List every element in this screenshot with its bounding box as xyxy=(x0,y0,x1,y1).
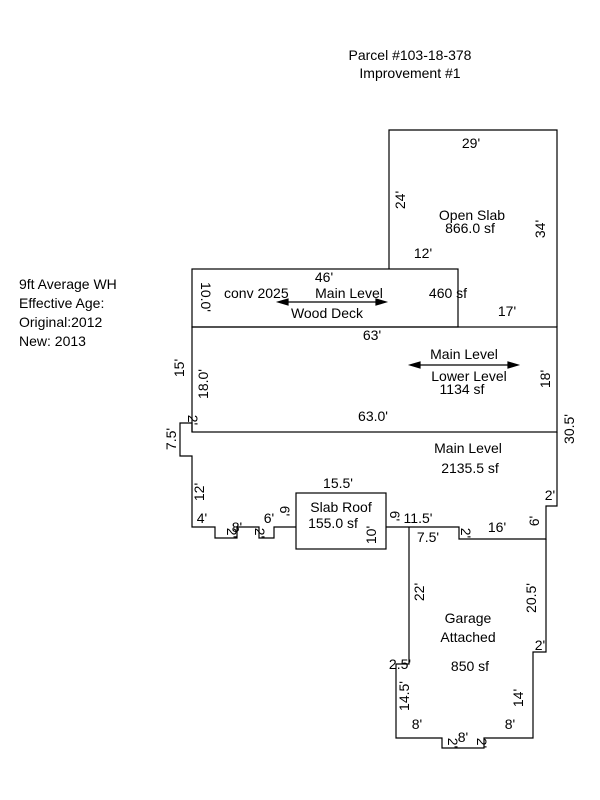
slab-roof-name: Slab Roof xyxy=(310,499,372,515)
lower-arrow-left xyxy=(407,361,421,369)
dim-open-slab-top: 29' xyxy=(462,135,480,151)
dim-deck-left: 10.0' xyxy=(198,282,214,312)
building-notes: 9ft Average WH Effective Age: Original:2… xyxy=(19,275,117,351)
main-level-name: Main Level xyxy=(434,440,502,456)
dim-main-2-left: 2' xyxy=(185,415,201,425)
open-slab-outline xyxy=(388,129,558,327)
deck-level-name: Main Level xyxy=(315,285,383,301)
dim-deck-top: 46' xyxy=(315,269,333,285)
dim-main-bottom-2c: 2' xyxy=(458,528,474,538)
deck-arrow-right xyxy=(375,298,389,306)
dim-lower-left-inner: 18.0' xyxy=(195,369,211,399)
dim-garage-bottom-2a: 2' xyxy=(445,738,461,748)
dim-open-slab-right: 34' xyxy=(532,220,548,238)
deck-type-name: Wood Deck xyxy=(291,305,364,321)
dim-garage-step-left: 2.5' xyxy=(389,656,411,672)
dim-garage-bottom-right: 8' xyxy=(505,716,515,732)
open-slab-size: 866.0 sf xyxy=(445,220,495,236)
dim-garage-right: 20.5' xyxy=(523,583,539,613)
dim-open-slab-bottom-right: 17' xyxy=(498,303,516,319)
dim-main-bottom-4: 4' xyxy=(197,510,207,526)
lower-level-top-name: Main Level xyxy=(430,346,498,362)
garage-type: Attached xyxy=(440,629,495,645)
open-slab-name: Open Slab xyxy=(439,207,505,223)
dim-main-left-lower: 12' xyxy=(191,483,207,501)
lower-level-outline xyxy=(191,326,558,433)
dim-lower-left-outer: 15' xyxy=(171,359,187,377)
dim-main-bottom-2b: 2' xyxy=(252,528,268,538)
improvement-number: Improvement #1 xyxy=(359,65,461,81)
lower-level-size: 1134 sf xyxy=(440,381,485,397)
dim-lower-right: 18' xyxy=(537,370,553,388)
dim-main-right-6: 6' xyxy=(526,516,542,526)
deck-prefix: conv 2025 xyxy=(224,285,289,301)
lower-arrow-right xyxy=(507,361,521,369)
parcel-number: Parcel #103-18-378 xyxy=(348,47,472,63)
dim-garage-step-right: 2' xyxy=(535,637,545,653)
deck-arrow-left xyxy=(275,298,289,306)
dim-main-bottom-2a: 2' xyxy=(224,528,240,538)
dim-garage-bottom-left: 8' xyxy=(412,716,422,732)
note-new: New: 2013 xyxy=(19,333,86,349)
dim-main-left-step: 7.5' xyxy=(163,428,179,450)
dim-main-slab-left: 6' xyxy=(277,506,293,516)
garage-outline xyxy=(395,527,547,749)
dim-open-slab-left: 24' xyxy=(392,191,408,209)
dim-main-bottom-7-5: 7.5' xyxy=(417,529,439,545)
dim-main-right: 30.5' xyxy=(561,414,577,444)
note-effective-age: Effective Age: xyxy=(19,295,105,311)
slab-roof-size: 155.0 sf xyxy=(308,515,358,531)
lower-level-name: Lower Level xyxy=(431,368,507,384)
dim-main-bottom-8: 8' xyxy=(232,519,242,535)
dim-slab-right: 10' xyxy=(363,526,379,544)
dim-lower-top: 63' xyxy=(363,327,381,343)
dim-main-bottom-11-5: 11.5' xyxy=(404,510,433,526)
deck-size: 460 sf xyxy=(429,285,467,301)
main-level-left-outline xyxy=(179,422,296,539)
dim-garage-bottom-2b: 2' xyxy=(474,738,490,748)
note-original: Original:2012 xyxy=(19,314,103,330)
dim-main-bottom-6: 6' xyxy=(264,510,274,526)
garage-name: Garage xyxy=(445,610,492,626)
slab-roof-outline xyxy=(295,492,387,550)
dim-garage-left-lower: 14.5' xyxy=(396,681,412,711)
dim-garage-right-lower: 14' xyxy=(510,689,526,707)
main-level-size: 2135.5 sf xyxy=(441,460,499,476)
dim-lower-bottom: 63.0' xyxy=(358,408,388,424)
dim-open-slab-bottom-left: 12' xyxy=(414,245,432,261)
note-wall-height: 9ft Average WH xyxy=(19,276,117,292)
sketch-header: Parcel #103-18-378 Improvement #1 xyxy=(300,46,520,82)
dim-garage-bottom-mid: 8' xyxy=(458,729,468,745)
garage-size: 850 sf xyxy=(451,658,489,674)
dim-slab-top: 15.5' xyxy=(323,475,353,491)
dim-main-slab-right: 6' xyxy=(387,511,403,521)
dim-garage-left: 22' xyxy=(411,583,427,601)
dim-main-step-top: 2' xyxy=(545,487,555,503)
dim-main-bottom-16: 16' xyxy=(488,519,506,535)
